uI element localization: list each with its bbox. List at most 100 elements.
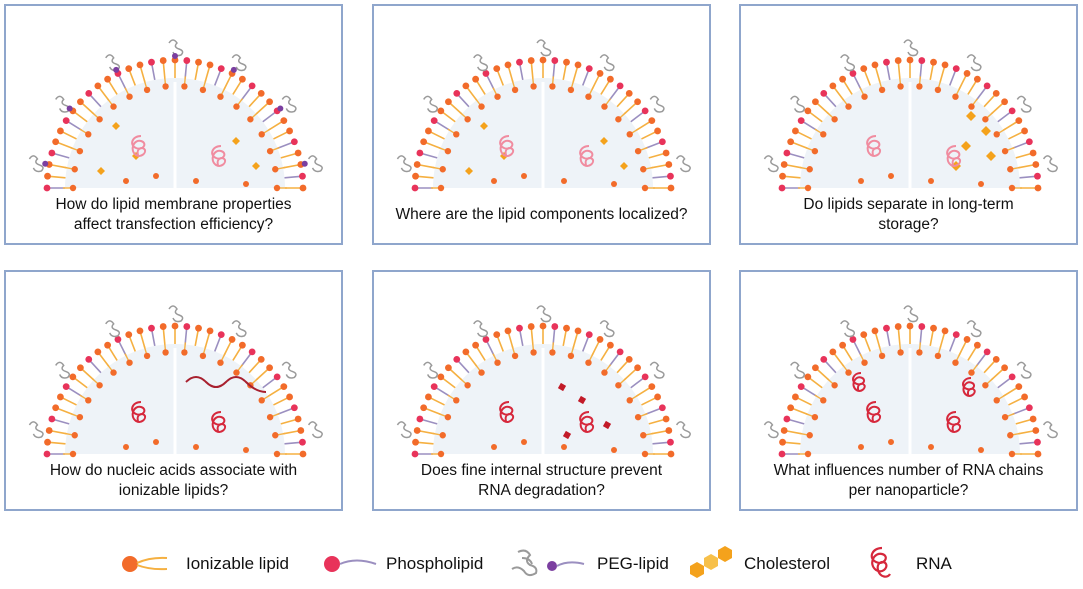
lipid-head bbox=[233, 103, 240, 110]
panel-caption: How do nucleic acids associate with ioni… bbox=[6, 461, 341, 501]
lipid-head bbox=[1001, 147, 1009, 155]
lipid-head bbox=[206, 327, 214, 335]
lipid-head bbox=[290, 138, 298, 146]
peg-chain bbox=[281, 361, 297, 379]
lipid-head bbox=[48, 149, 56, 157]
lipid-head bbox=[126, 93, 133, 100]
lipid-head bbox=[464, 382, 471, 389]
cholesterol-molecule bbox=[620, 162, 628, 170]
lipid-head bbox=[829, 82, 837, 90]
lipid-head bbox=[104, 75, 112, 83]
lipid-head bbox=[217, 359, 224, 366]
lipid-head bbox=[585, 359, 592, 366]
peg-chain bbox=[840, 320, 856, 338]
cholesterol-molecule bbox=[465, 167, 473, 175]
lipid-head bbox=[462, 348, 470, 356]
lipid-head bbox=[858, 178, 864, 184]
lipid-head bbox=[897, 349, 904, 356]
legend-label-ionizable: Ionizable lipid bbox=[186, 554, 290, 573]
caption-line: How do nucleic acids associate with bbox=[49, 462, 298, 479]
lipid-head bbox=[654, 127, 661, 135]
rna-strand bbox=[852, 372, 866, 392]
lipid-head bbox=[634, 413, 642, 421]
rna-icon bbox=[870, 546, 891, 578]
lipid-head bbox=[783, 415, 791, 423]
lipid-head bbox=[420, 138, 428, 146]
nanoparticle-illustration bbox=[396, 305, 691, 458]
lipid-head bbox=[69, 373, 77, 381]
lipid-head bbox=[299, 450, 307, 458]
lipid-head bbox=[792, 393, 799, 401]
lipid-head bbox=[1008, 373, 1016, 381]
lipid-head bbox=[780, 161, 788, 168]
lipid-head bbox=[792, 127, 799, 135]
peg-chain bbox=[28, 155, 44, 173]
peg-chain bbox=[1016, 95, 1032, 113]
lipid-head bbox=[665, 427, 673, 434]
lipid-head bbox=[44, 438, 51, 446]
lipid-head bbox=[551, 57, 559, 64]
panel-membrane-properties: How do lipid membrane properties affect … bbox=[4, 4, 343, 245]
caption-line: ionizable lipids? bbox=[118, 482, 229, 499]
lipid-head bbox=[806, 432, 813, 439]
lipid-head bbox=[143, 352, 151, 360]
panel-rna-degradation: Does fine internal structure prevent RNA… bbox=[372, 270, 711, 511]
lipid-head bbox=[648, 117, 656, 125]
peg-chain bbox=[903, 305, 919, 323]
lipid-head bbox=[123, 444, 129, 450]
lipid-head bbox=[126, 359, 133, 366]
lipid-head bbox=[183, 57, 191, 64]
lipid-head bbox=[952, 65, 960, 73]
lipid-head bbox=[667, 184, 675, 192]
lipid-head bbox=[778, 184, 786, 192]
lipid-head bbox=[616, 348, 624, 356]
peg-chain bbox=[231, 54, 247, 72]
lipid-head bbox=[416, 149, 424, 157]
lipid-head bbox=[654, 393, 661, 401]
lipid-head bbox=[206, 61, 214, 69]
lipid-head bbox=[916, 349, 923, 356]
panel-caption: Does fine internal structure prevent RNA… bbox=[374, 461, 709, 501]
lipid-head bbox=[916, 83, 923, 90]
lipid-head bbox=[85, 131, 92, 138]
lipid-head bbox=[839, 75, 847, 83]
rna-strand bbox=[579, 145, 595, 167]
legend-label-rna: RNA bbox=[916, 554, 952, 573]
lipid-head bbox=[243, 181, 249, 187]
lipid-head bbox=[69, 184, 77, 192]
lipid-head bbox=[596, 70, 604, 77]
peg-chain bbox=[966, 54, 982, 72]
lipid-head bbox=[437, 107, 445, 115]
peg-chain bbox=[649, 361, 665, 379]
lipid-head bbox=[820, 90, 828, 97]
lipid-head bbox=[860, 65, 868, 73]
lipid-head bbox=[233, 369, 240, 376]
lipid-head bbox=[114, 336, 122, 343]
lipid-head bbox=[491, 444, 497, 450]
lipid-head bbox=[883, 324, 890, 332]
lipid-head bbox=[1021, 393, 1028, 401]
lipid-head bbox=[504, 61, 512, 69]
peg-chain bbox=[903, 39, 919, 57]
lipid-head bbox=[820, 356, 828, 363]
lipid-head bbox=[662, 415, 670, 423]
lipid-head bbox=[797, 117, 805, 125]
lipid-head bbox=[1034, 450, 1042, 458]
lipid-head bbox=[606, 75, 614, 83]
lipid-head bbox=[601, 103, 608, 110]
lipid-head bbox=[472, 75, 480, 83]
lipid-head bbox=[472, 341, 480, 349]
lipid-head bbox=[883, 58, 890, 66]
peg-chain bbox=[536, 39, 552, 57]
lipid-head bbox=[445, 98, 452, 106]
lipid-head bbox=[266, 413, 274, 421]
lipid-head bbox=[918, 323, 926, 330]
lipid-head bbox=[1034, 184, 1042, 192]
lipid-head bbox=[199, 352, 207, 360]
lipid-head bbox=[871, 327, 879, 335]
peg-chain bbox=[231, 320, 247, 338]
lipid-head bbox=[411, 184, 419, 192]
rna-strand bbox=[946, 411, 962, 433]
lipid-head bbox=[453, 356, 461, 363]
cholesterol-molecule bbox=[600, 137, 608, 145]
